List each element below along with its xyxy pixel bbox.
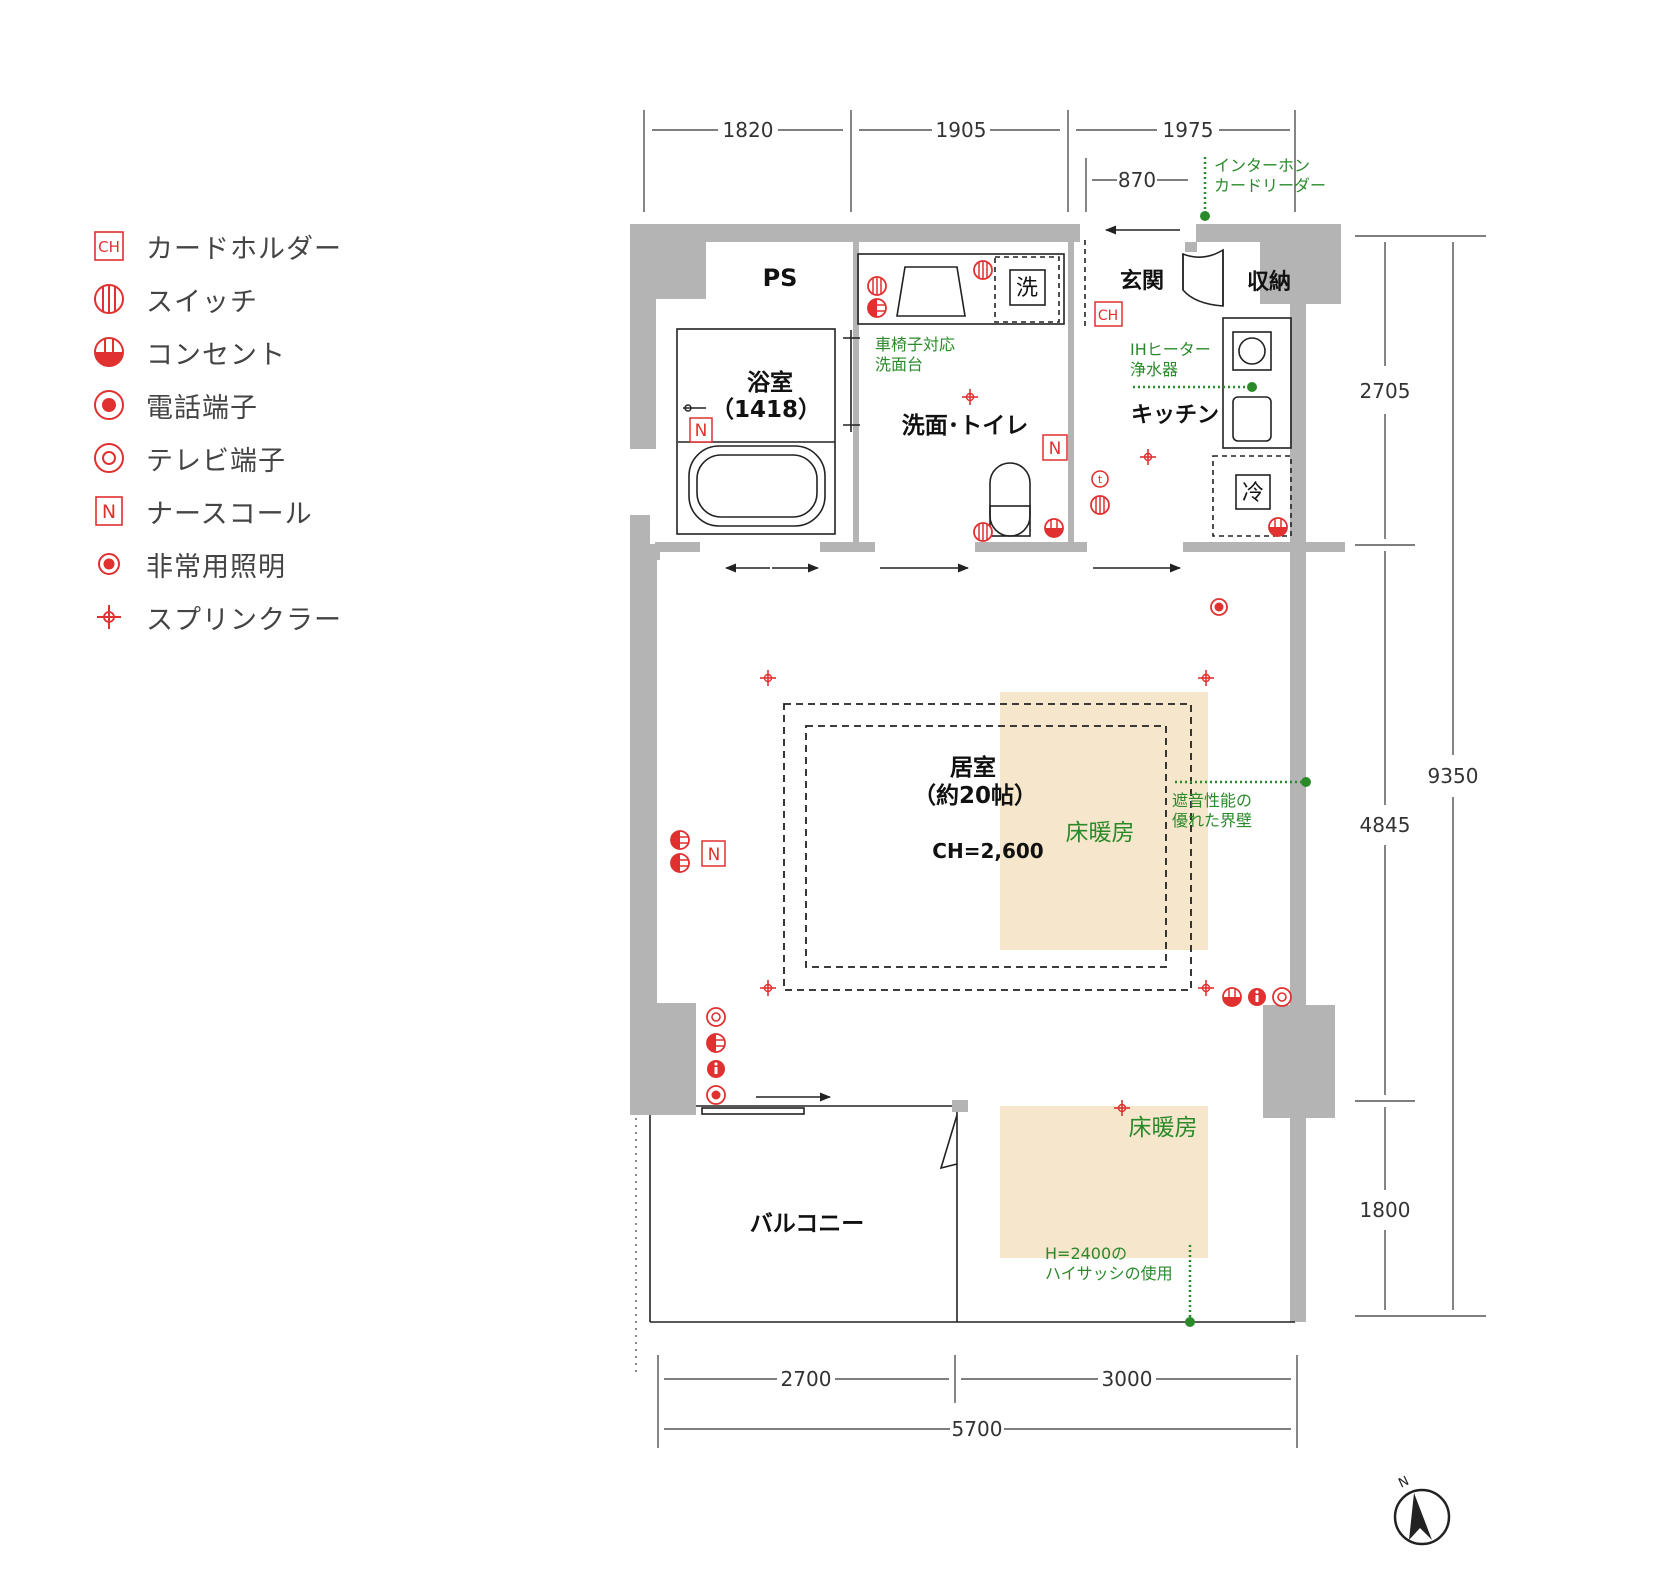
legend-label: スイッチ — [146, 286, 258, 318]
legend-label: コンセント — [146, 339, 286, 371]
fixture-labels: 洗 冷 — [1016, 276, 1264, 506]
legend-item-tv: テレビ端子 — [92, 438, 286, 478]
note-washbasin-2: 洗面台 — [875, 355, 923, 374]
room-balcony: バルコニー — [750, 1211, 865, 1237]
legend-label: 電話端子 — [146, 392, 258, 424]
note-wall-1: 遮音性能の — [1172, 791, 1252, 810]
room-living-name: 居室 — [950, 754, 996, 781]
room-storage: 収納 — [1247, 269, 1291, 295]
card-holder-entrance: CH — [1098, 308, 1118, 324]
dim-top-1: 1820 — [723, 118, 774, 142]
legend-label: ナースコール — [146, 498, 313, 530]
nurse-call-bath: N — [695, 421, 708, 441]
dim-bottom-total: 5700 — [952, 1417, 1003, 1441]
note-intercom-2: カードリーダー — [1214, 176, 1326, 195]
dim-top-2: 1905 — [936, 118, 987, 142]
dim-top-3: 1975 — [1163, 118, 1214, 142]
legend-item-emergency-light: 非常用照明 — [92, 544, 286, 584]
equipment-symbols — [670, 260, 1292, 1117]
room-ps: PS — [763, 264, 798, 292]
dimension-labels: 1820 1905 1975 870 2705 4845 1800 9350 2… — [723, 118, 1479, 1441]
compass-icon: N — [1393, 1474, 1451, 1546]
card-holder-icon: CH — [94, 231, 124, 261]
dim-right-2: 4845 — [1360, 813, 1411, 837]
dim-entry: 870 — [1118, 168, 1156, 192]
note-ih-2: 浄水器 — [1130, 360, 1178, 379]
dimension-lines — [643, 110, 1486, 1448]
dim-bottom-1: 2700 — [781, 1367, 832, 1391]
legend-label: カードホルダー — [146, 233, 342, 265]
legend-label: テレビ端子 — [146, 445, 286, 477]
legend-item-phone: 電話端子 — [92, 385, 258, 425]
floor-heating-label-balcony: 床暖房 — [1129, 1115, 1198, 1141]
note-wall-2: 優れた界壁 — [1172, 811, 1252, 830]
nurse-call-washroom: N — [1049, 439, 1062, 459]
room-living-size: （約20帖） — [913, 782, 1037, 809]
door-arrows — [724, 225, 1182, 1102]
room-bath-name: 浴室 — [747, 369, 793, 396]
legend-label: スプリンクラー — [146, 604, 342, 636]
legend-item-outlet: コンセント — [92, 332, 286, 372]
emergency-light-icon — [98, 553, 120, 575]
dim-right-total: 9350 — [1428, 764, 1479, 788]
annotation-leaders — [1133, 157, 1306, 1320]
room-entrance: 玄関 — [1120, 268, 1164, 294]
note-sash-1: H=2400の — [1045, 1244, 1127, 1263]
ceiling-outline — [783, 703, 1192, 991]
floor-heating-areas: 床暖房 床暖房 — [1000, 692, 1208, 1258]
legend-item-nurse-call: N ナースコール — [92, 491, 313, 531]
legend-item-card-holder: CH カードホルダー — [92, 226, 342, 266]
walls — [630, 224, 1345, 1322]
sprinkler-icon — [97, 605, 121, 629]
dim-right-3: 1800 — [1360, 1198, 1411, 1222]
outlet-icon — [94, 337, 124, 367]
legend-label: 非常用照明 — [146, 551, 286, 583]
room-kitchen: キッチン — [1131, 403, 1219, 428]
washer-label: 洗 — [1016, 276, 1038, 301]
legend-item-switch: スイッチ — [92, 279, 258, 319]
annotations: インターホン カードリーダー 車椅子対応 洗面台 IHヒーター 浄水器 遮音性能… — [875, 156, 1326, 1283]
nurse-call-icon: N — [95, 496, 123, 526]
note-intercom-1: インターホン — [1214, 156, 1310, 175]
room-labels: PS 浴室 （1418） 洗面･トイレ 玄関 収納 キッチン 居室 （約20帖）… — [711, 264, 1291, 1237]
tv-terminal-icon — [94, 443, 124, 473]
switch-icon — [94, 284, 124, 314]
note-sash-2: ハイサッシの使用 — [1045, 1264, 1173, 1283]
nurse-call-symbols: N N N — [689, 417, 1068, 867]
room-washroom: 洗面･トイレ — [902, 413, 1029, 439]
dim-bottom-2: 3000 — [1102, 1367, 1153, 1391]
ceiling-height: CH=2,600 — [932, 839, 1043, 863]
card-holder-symbol: CH — [1094, 301, 1123, 327]
dim-right-1: 2705 — [1360, 379, 1411, 403]
svg-text:N: N — [102, 501, 116, 523]
fridge-label: 冷 — [1242, 481, 1264, 506]
room-bath-size: （1418） — [711, 396, 821, 423]
compass-north: N — [1396, 1474, 1411, 1492]
note-ih-1: IHヒーター — [1130, 340, 1211, 359]
note-washbasin-1: 車椅子対応 — [875, 335, 955, 354]
svg-text:CH: CH — [98, 238, 120, 256]
legend-item-sprinkler: スプリンクラー — [92, 597, 342, 637]
phone-terminal-icon — [94, 390, 124, 420]
floor-heating-label: 床暖房 — [1066, 820, 1135, 846]
annotation-dots — [1185, 211, 1311, 1327]
nurse-call-living: N — [708, 845, 721, 865]
